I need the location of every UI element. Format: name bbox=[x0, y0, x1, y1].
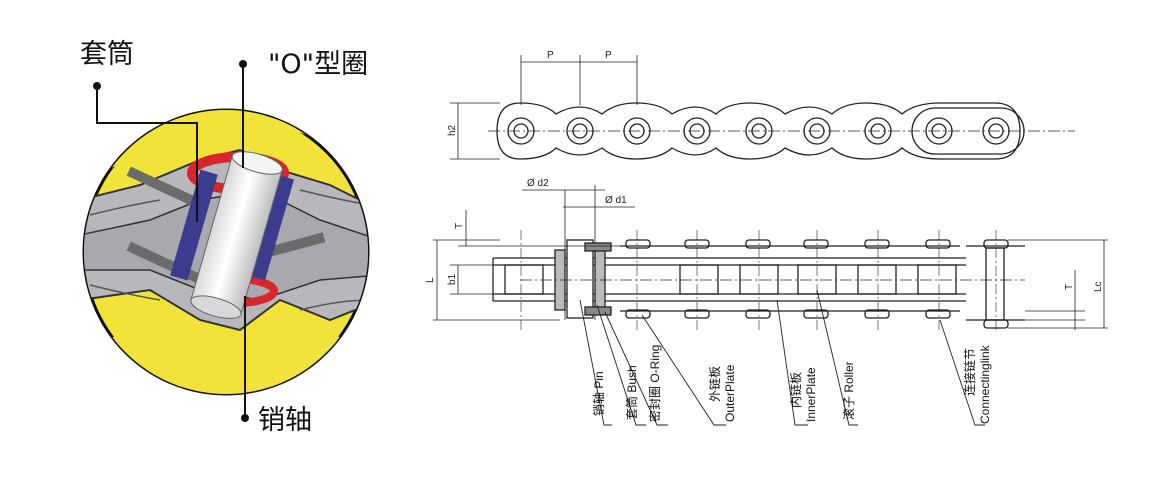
plate-flange-top bbox=[126, 166, 204, 210]
part-leaders bbox=[579, 289, 985, 426]
d2-label: Ø d2 bbox=[527, 178, 549, 189]
T-label-left: T bbox=[454, 223, 465, 229]
part-oring: 密封圈 O-Ring bbox=[647, 345, 662, 422]
part-pin: 销轴 Pin bbox=[591, 371, 606, 416]
rollers bbox=[504, 264, 957, 295]
part-innerplate-en: InnerPlate bbox=[804, 367, 818, 422]
bush-label: 套筒 bbox=[80, 39, 134, 70]
pin-heads bbox=[625, 239, 1009, 329]
bush-shape bbox=[170, 169, 218, 281]
pin-label: 销轴 bbox=[258, 405, 312, 436]
side-view bbox=[433, 185, 1108, 330]
Lc-label: Lc bbox=[1093, 281, 1104, 292]
pitch-label-2: P bbox=[605, 50, 612, 61]
h2-label: h2 bbox=[447, 124, 458, 136]
part-connecting-en: Connectinglink bbox=[978, 344, 992, 424]
top-view bbox=[450, 55, 1075, 160]
pitch-label-1: P bbox=[547, 50, 554, 61]
part-innerplate-cn: 内链板 bbox=[788, 372, 803, 408]
L-label: L bbox=[425, 277, 436, 283]
part-roller: 滚子 Roller bbox=[841, 361, 856, 420]
oring-label: "O"型圈 bbox=[268, 49, 369, 80]
part-bush: 套筒 Bush bbox=[624, 365, 639, 420]
part-outerplate-en: OuterPlate bbox=[723, 364, 737, 422]
bush-leader bbox=[96, 86, 198, 222]
part-outerplate-cn: 外链板 bbox=[707, 366, 722, 402]
b1-label: b1 bbox=[447, 273, 458, 285]
part-connecting-cn: 连接链节 bbox=[962, 348, 977, 396]
T-label-right: T bbox=[1064, 284, 1075, 290]
d1-label: Ø d1 bbox=[605, 195, 627, 206]
